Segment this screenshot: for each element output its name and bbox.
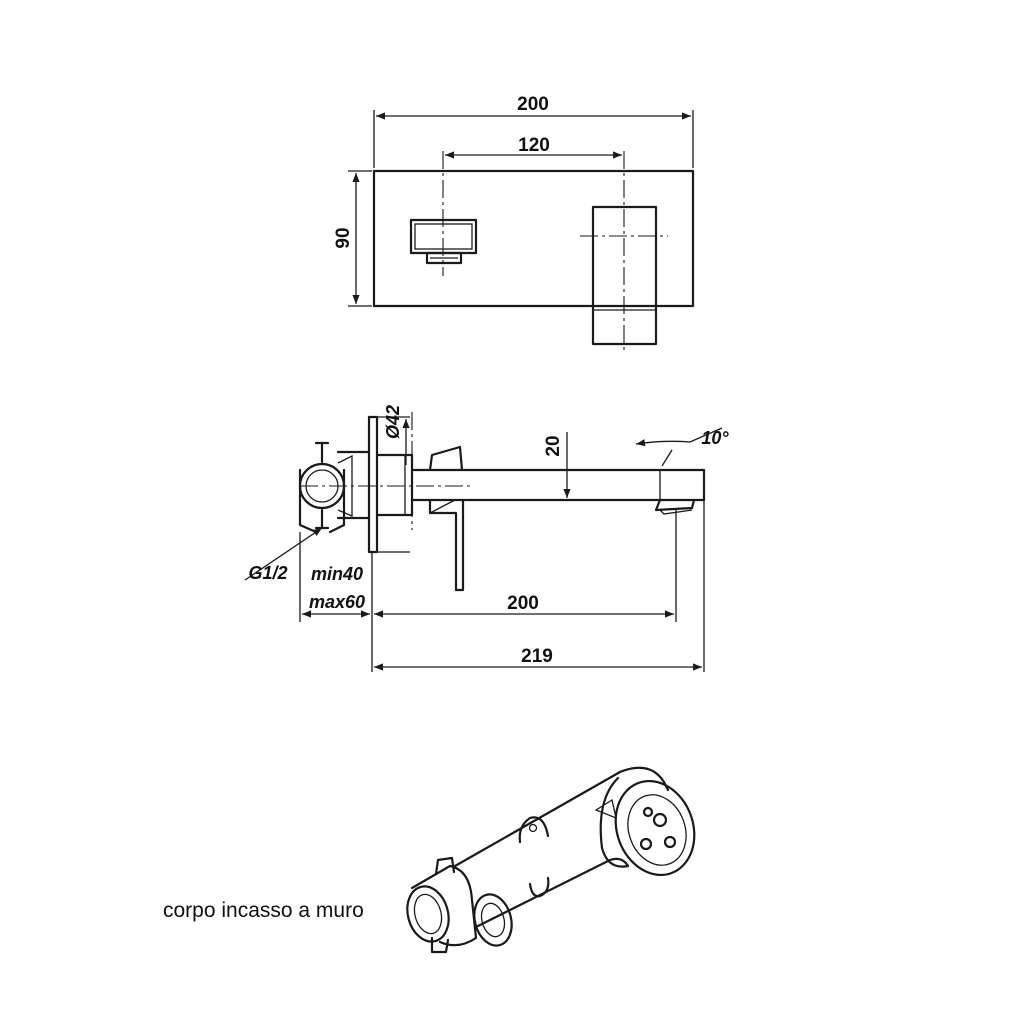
dim-spout-height-label: 20 xyxy=(543,435,564,456)
dim-angle-arc xyxy=(635,427,723,447)
dim-diameter-label: Ø42 xyxy=(383,405,403,439)
front-view: 200 120 90 xyxy=(333,94,695,350)
spout-side xyxy=(410,468,706,502)
dim-max-label: max60 xyxy=(309,592,365,612)
dim-width-label: 200 xyxy=(517,94,549,115)
caption-label: corpo incasso a muro xyxy=(163,899,364,922)
wall-plate-outline xyxy=(372,169,695,308)
dim-min-label: min40 xyxy=(311,564,363,584)
dim-spacing-label: 120 xyxy=(518,135,550,156)
dim-height-label: 90 xyxy=(333,227,354,248)
concealed-body-illustration xyxy=(406,766,696,954)
aerator xyxy=(425,251,463,265)
dim-total-label: 219 xyxy=(521,646,553,667)
side-view: Ø42 20 10° G1/2 min40 max60 200 219 xyxy=(244,405,729,672)
lever-handle-front xyxy=(591,205,658,346)
wall-plate-side xyxy=(367,415,379,554)
dim-angle-label: 10° xyxy=(701,428,729,448)
dim-thread-label: G1/2 xyxy=(248,563,287,583)
dim-reach-label: 200 xyxy=(507,593,539,614)
